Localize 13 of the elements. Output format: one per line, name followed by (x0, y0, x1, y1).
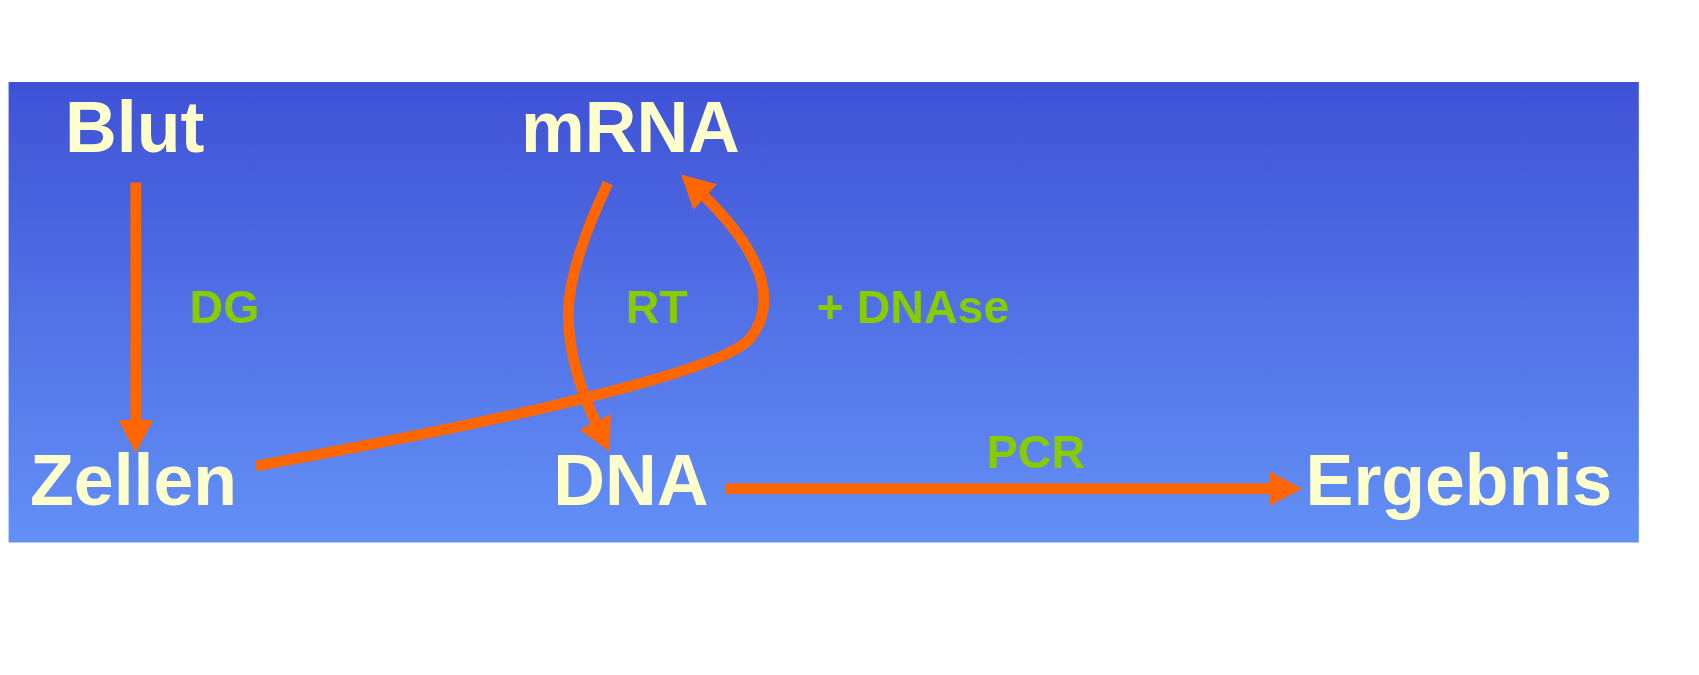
arrow (725, 470, 1303, 506)
node-text: DNA (553, 439, 709, 520)
arrow (254, 174, 770, 471)
edge-label: PCR (986, 425, 1086, 478)
arrow (563, 180, 613, 452)
node-text: Blut (65, 86, 205, 167)
node-text: Ergebnis (1305, 439, 1613, 520)
edge-label: DG (189, 280, 260, 333)
edge-label: RT (625, 280, 688, 333)
node-text: mRNA (520, 86, 740, 167)
edge-label: + DNAse (816, 280, 1010, 333)
node-text: Zellen (30, 439, 238, 520)
arrow (118, 182, 154, 453)
